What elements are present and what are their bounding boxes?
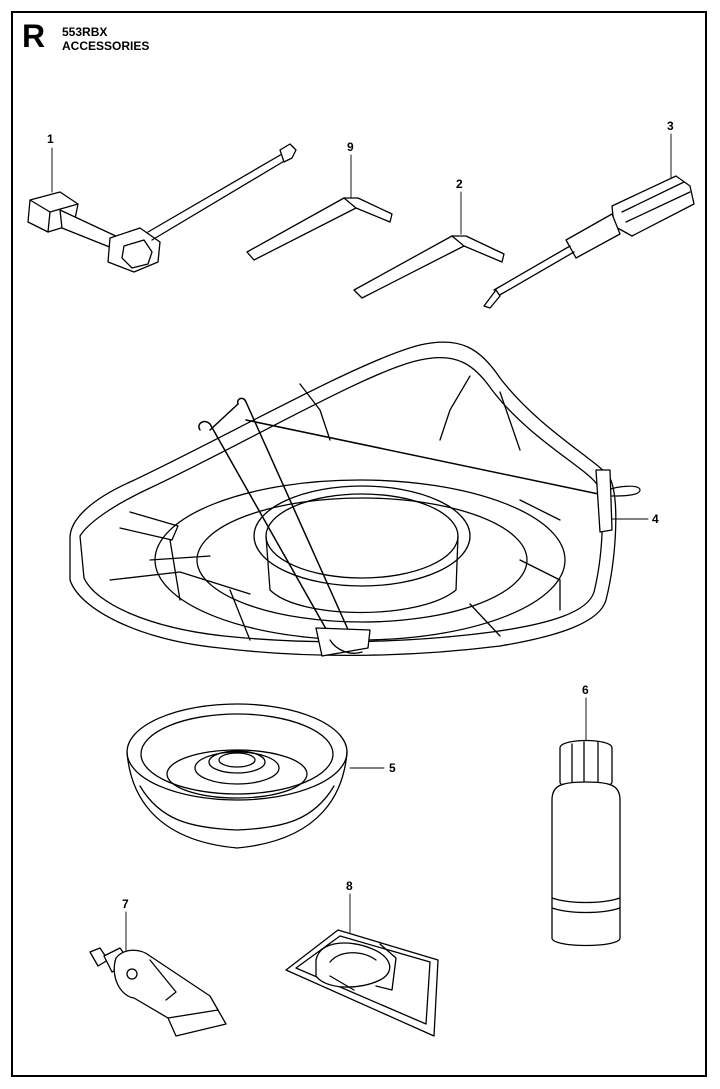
hex-key-large [353,191,505,299]
callout-8: 8 [346,879,353,893]
section-letter: R [22,18,46,54]
callout-3: 3 [667,119,674,133]
page-frame [11,11,707,1077]
callout-7: 7 [122,897,129,911]
page-title: ACCESSORIES [62,39,150,53]
callout-2: 2 [456,177,463,191]
spark-plug-wrench [27,143,297,273]
model-number: 553RBX [62,25,108,39]
oil-bottle [551,697,621,947]
screwdriver [483,133,695,309]
callout-9: 9 [347,140,354,154]
grease-tube [89,911,227,1037]
harness-bag [285,893,439,1037]
hex-key-small [246,154,393,261]
callout-6: 6 [582,683,589,697]
blade-guard [69,341,649,657]
callout-1: 1 [47,132,54,146]
callout-4: 4 [652,512,659,526]
cup-guard [126,703,385,849]
callout-5: 5 [389,761,396,775]
